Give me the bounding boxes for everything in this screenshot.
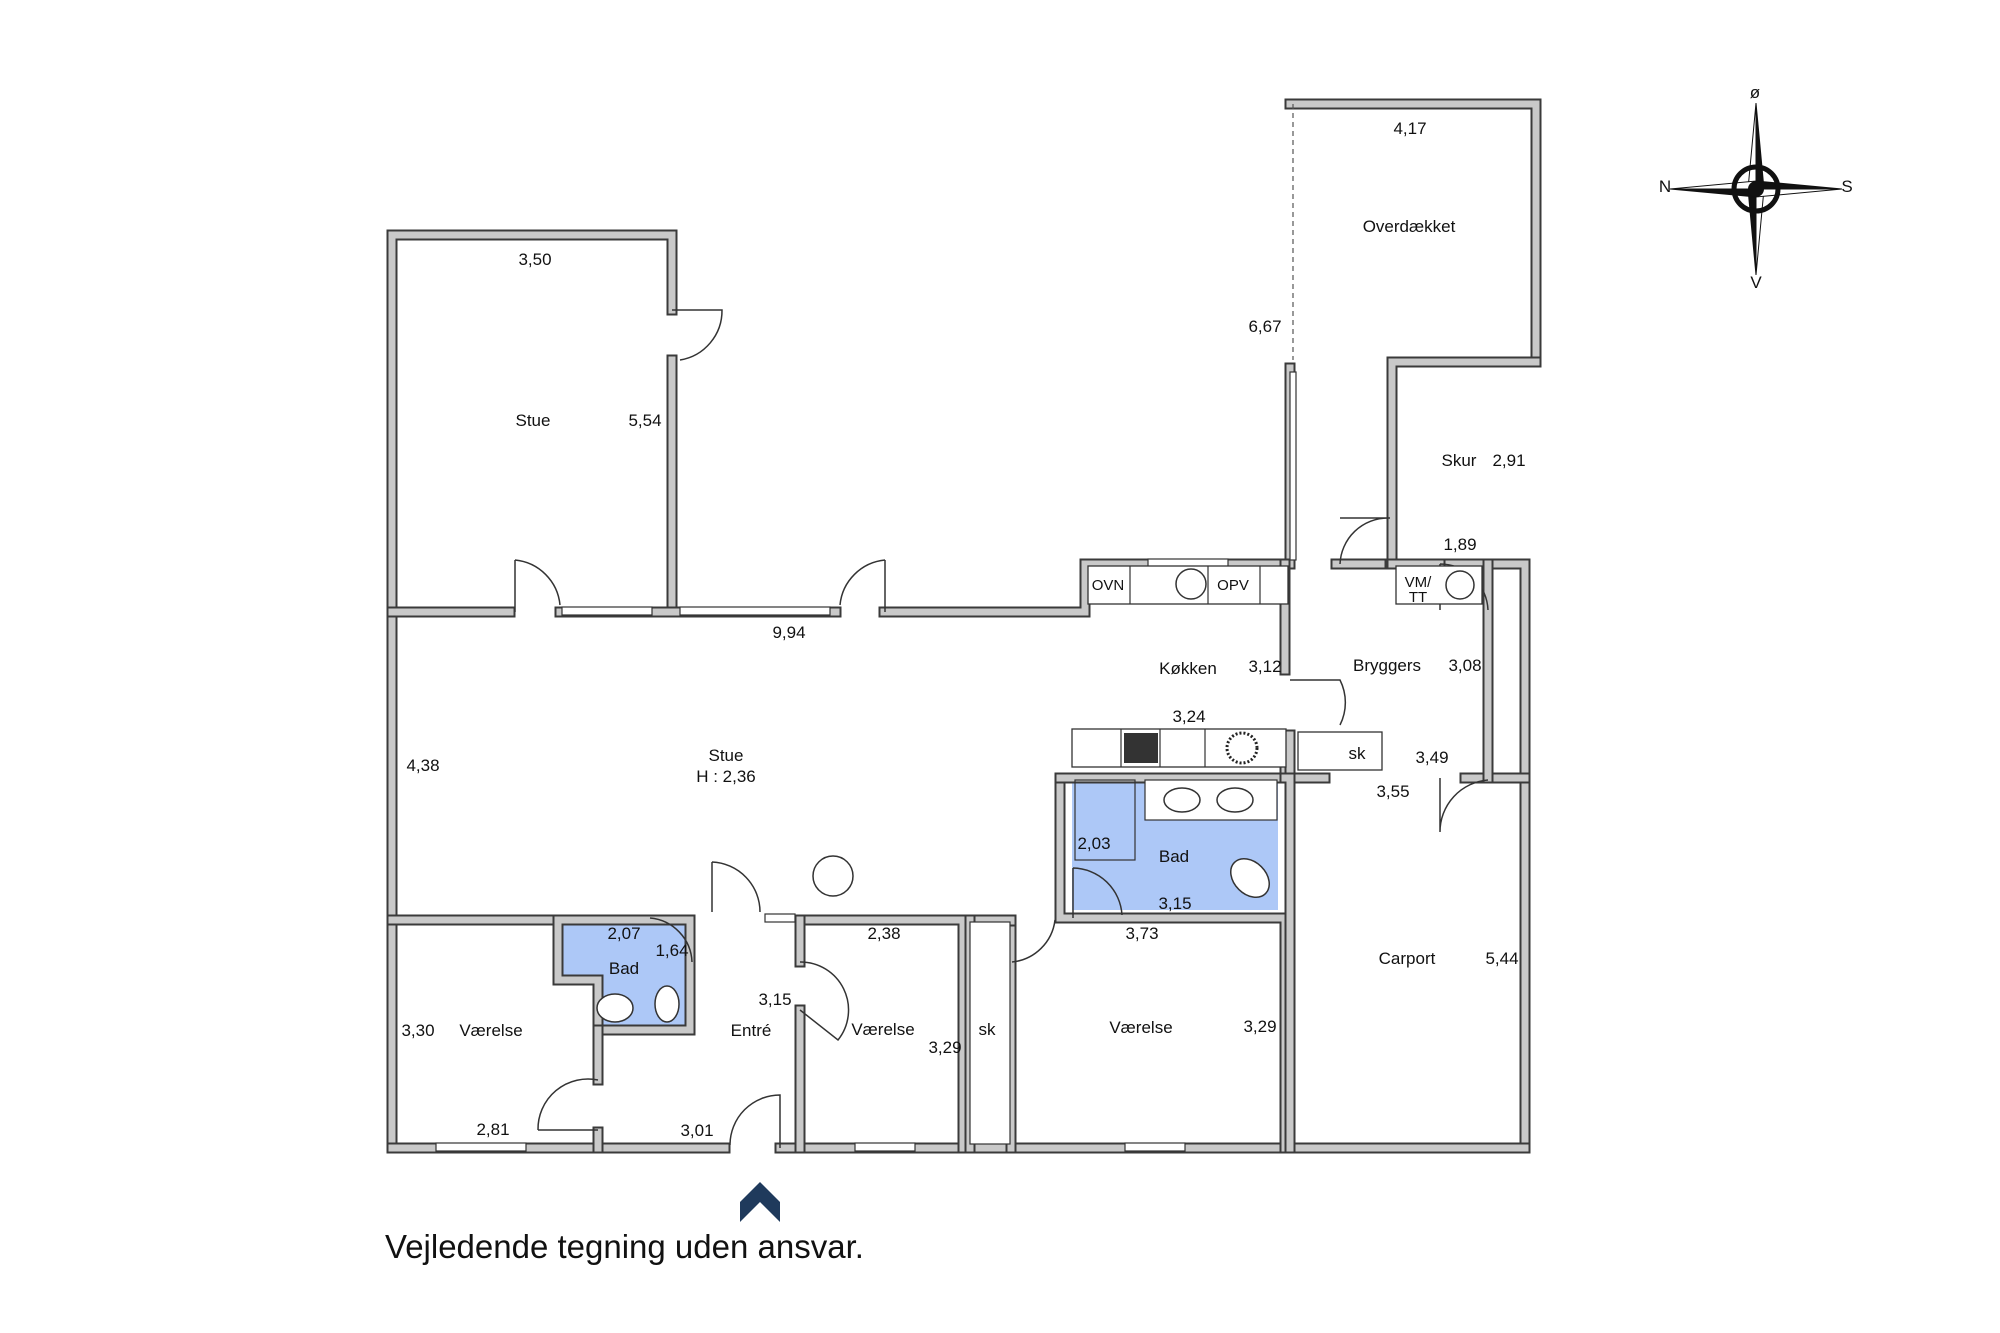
- dim-carport-width: 3,55: [1376, 782, 1409, 801]
- room-labels: Stue 3,50 5,54 Stue H : 2,36 9,94 4,38 O…: [401, 119, 1525, 1140]
- room-name-stue-north: Stue: [516, 411, 551, 430]
- walls: [386, 98, 1542, 1154]
- vanity-counter: [1144, 779, 1278, 821]
- dim-skur-width: 1,89: [1443, 535, 1476, 554]
- compass-label-top: ø: [1750, 83, 1760, 102]
- washer-label-line2: TT: [1409, 589, 1427, 606]
- door-vaerelse-mid: [799, 961, 850, 1042]
- dim-vaerelse-east-depth: 3,29: [1243, 1017, 1276, 1036]
- room-name-carport: Carport: [1379, 949, 1436, 968]
- dishwasher-label: OPV: [1217, 577, 1249, 594]
- sink-icon: [1175, 568, 1207, 600]
- door-bryggers-north: [1339, 517, 1390, 565]
- dim-vaerelse-mid-width: 2,38: [867, 924, 900, 943]
- window-vaerelse-east: [1124, 1142, 1186, 1152]
- oven-label: OVN: [1092, 577, 1125, 594]
- stove-chimney-icon: [812, 855, 854, 897]
- door-stue-north: [672, 309, 723, 361]
- toilet-large-icon: [1230, 858, 1270, 898]
- disclaimer-caption: Vejledende tegning uden ansvar.: [385, 1228, 864, 1265]
- door-bad-small: [649, 917, 693, 963]
- dim-stue-main-depth: 4,38: [406, 756, 439, 775]
- counter-island: [1071, 728, 1287, 768]
- counter-island-dividers: [1120, 729, 1206, 767]
- room-name-skur: Skur: [1442, 451, 1477, 470]
- dim-entre-depth: 3,15: [758, 990, 791, 1009]
- dim-overdaekket-width: 4,17: [1393, 119, 1426, 138]
- dim-bryggers-depth: 3,08: [1448, 656, 1481, 675]
- utility-sink-icon: [1445, 570, 1475, 600]
- dim-overdaekket-depth: 6,67: [1248, 317, 1281, 336]
- window-vaerelse-mid: [854, 1142, 916, 1152]
- extractor-icon: [1225, 731, 1259, 765]
- shower-area: [1074, 779, 1136, 861]
- compass-rose: ø N S V: [1659, 83, 1853, 292]
- door-front-entrance: [729, 1094, 781, 1148]
- dim-stue-main-length: 9,94: [772, 623, 805, 642]
- room-name-stue-main: Stue: [709, 746, 744, 765]
- washer-label-line1: VM/: [1405, 574, 1433, 591]
- room-height-stue-main: H : 2,36: [696, 767, 756, 786]
- room-name-vaerelse-east: Værelse: [1109, 1018, 1172, 1037]
- door-koekken-bryggers: [1290, 679, 1347, 726]
- room-name-vaerelse-west: Værelse: [459, 1021, 522, 1040]
- dim-koekken-width: 3,24: [1172, 707, 1205, 726]
- dim-skur-depth: 2,91: [1492, 451, 1525, 470]
- window-stue-1: [561, 606, 653, 616]
- door-stue-terrace: [839, 559, 886, 612]
- dim-vaerelse-west-depth: 3,30: [401, 1021, 434, 1040]
- window-stue-2: [679, 606, 831, 616]
- closet-label-bryggers: sk: [1349, 744, 1367, 763]
- toilet-small-icon: [654, 985, 680, 1023]
- counter-dividers: [1129, 566, 1261, 604]
- closet-vaerelse: [969, 921, 1011, 1145]
- washbasin-2-icon: [1216, 787, 1254, 813]
- door-bad-large: [1072, 867, 1123, 918]
- door-stue-west: [514, 559, 561, 612]
- dim-vaerelse-east-width: 3,73: [1125, 924, 1158, 943]
- room-name-bryggers: Bryggers: [1353, 656, 1421, 675]
- washer-counter: [1395, 565, 1483, 605]
- closet-label-vaerelse: sk: [979, 1020, 997, 1039]
- compass-label-left: N: [1659, 177, 1671, 196]
- counter-top-north: [1087, 565, 1289, 605]
- compass-label-bottom: V: [1750, 273, 1762, 292]
- compass-star-icon: [1669, 102, 1843, 276]
- dim-stue-north-width: 3,50: [518, 250, 551, 269]
- dim-bad-small-depth: 1,64: [655, 941, 688, 960]
- fixtures: [435, 104, 1489, 1152]
- entrance-arrow-icon: [740, 1182, 780, 1222]
- compass-label-right: S: [1841, 177, 1852, 196]
- door-vaerelse-east: [1011, 919, 1056, 963]
- dim-vaerelse-west-width: 2,81: [476, 1120, 509, 1139]
- dim-stue-north-depth: 5,54: [628, 411, 661, 430]
- door-entre-stue: [711, 861, 761, 913]
- dim-bad-small-width: 2,07: [607, 924, 640, 943]
- washbasin-small-icon: [596, 993, 634, 1023]
- window-overdaekket: [1289, 371, 1297, 561]
- door-carport: [1439, 778, 1489, 833]
- dim-koekken-depth: 3,12: [1248, 657, 1281, 676]
- window-vaerelse-west: [435, 1142, 527, 1152]
- door-vaerelse-west: [537, 1078, 599, 1131]
- dim-bryggers-width: 3,49: [1415, 748, 1448, 767]
- closet-bryggers: [1297, 731, 1383, 771]
- room-name-entre: Entré: [731, 1021, 772, 1040]
- washbasin-1-icon: [1163, 787, 1201, 813]
- room-name-bad-large: Bad: [1159, 847, 1189, 866]
- dim-vaerelse-mid-depth: 3,29: [928, 1038, 961, 1057]
- dim-bad-large-width: 3,15: [1158, 894, 1191, 913]
- dim-bad-large-depth: 2,03: [1077, 834, 1110, 853]
- dim-entre-width: 3,01: [680, 1121, 713, 1140]
- cooktop-icon: [1124, 733, 1158, 763]
- window-entre: [764, 913, 796, 923]
- room-name-vaerelse-mid: Værelse: [851, 1020, 914, 1039]
- dim-carport-depth: 5,44: [1485, 949, 1518, 968]
- room-name-overdaekket: Overdækket: [1363, 217, 1456, 236]
- room-name-koekken: Køkken: [1159, 659, 1217, 678]
- room-name-bad-small: Bad: [609, 959, 639, 978]
